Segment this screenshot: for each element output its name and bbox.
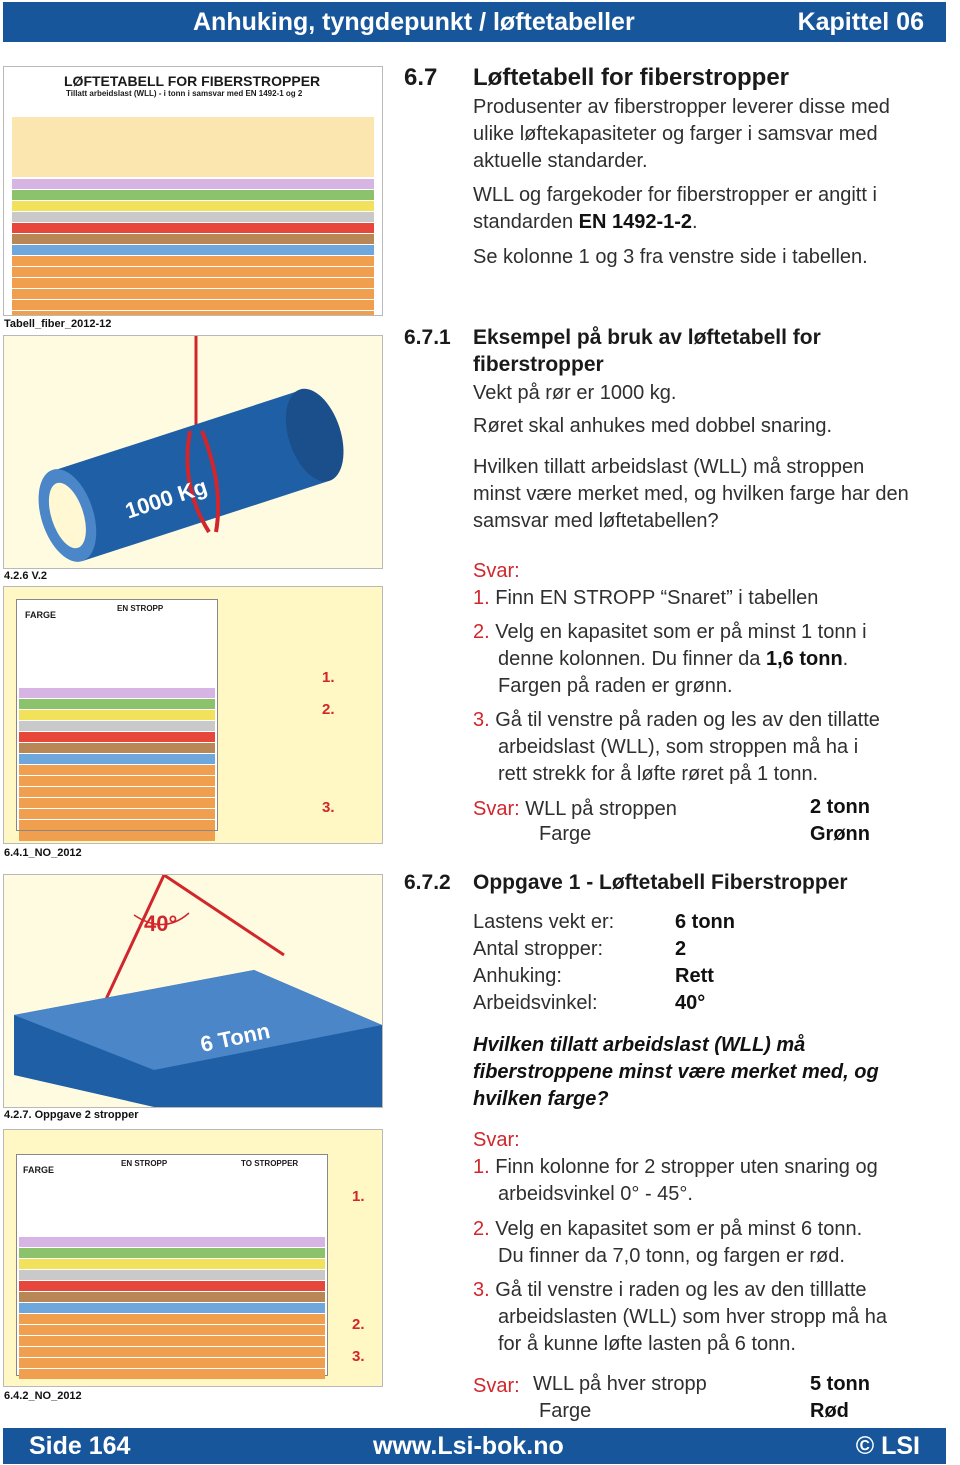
- s672-step2-l1: 2. Velg en kapasitet som er på minst 6 t…: [473, 1218, 863, 1240]
- section-title: Løftetabell for fiberstropper: [473, 64, 790, 91]
- figure-lifting-table: LØFTETABELL FOR FIBERSTROPPER Tillatt ar…: [3, 66, 383, 316]
- param-label: Anhuking:: [473, 965, 562, 987]
- s672-answer-text: WLL på hver stropp: [533, 1373, 707, 1395]
- page-footer: Side 164 www.Lsi-bok.no © LSI: [3, 1428, 946, 1464]
- section-title: Oppgave 1 - Løftetabell Fiberstropper: [473, 871, 848, 894]
- s671-step2-l1: 2. Velg en kapasitet som er på minst 1 t…: [473, 621, 867, 643]
- s671-step3-l2: arbeidslast (WLL), som stroppen må ha i: [498, 736, 859, 758]
- section-number: 6.7.2: [404, 871, 451, 894]
- one-sling-label: EN STROPP: [117, 604, 164, 613]
- s67-p1-l3: aktuelle standarder.: [473, 150, 648, 172]
- figure-caption: 6.4.2_NO_2012: [4, 1390, 82, 1402]
- figure-box-load: 40° 6 Tonn: [3, 874, 383, 1108]
- param-value: 6 tonn: [675, 911, 735, 933]
- s671-answer: Svar: WLL på stroppen: [473, 798, 677, 820]
- excerpt-color-rows: [19, 688, 215, 842]
- farge-label: FARGE: [23, 1165, 55, 1175]
- chapter-label: Kapittel 06: [797, 8, 924, 36]
- figure-caption: 6.4.1_NO_2012: [4, 847, 82, 859]
- param-label: Lastens vekt er:: [473, 911, 615, 933]
- page-header: Anhuking, tyngdepunkt / løftetabeller Ka…: [3, 2, 946, 42]
- s672-step3-l2: arbeidslasten (WLL) som hver stropp må h…: [498, 1306, 888, 1328]
- marker-1: 1.: [322, 669, 335, 686]
- s671-color-value: Grønn: [810, 823, 870, 845]
- s671-hitch: Røret skal anhukes med dobbel snaring.: [473, 415, 833, 437]
- s672-color-label: Farge: [539, 1400, 592, 1422]
- param-value: 40°: [675, 992, 706, 1014]
- section-6-7-heading: 6.7 Løftetabell for fiberstropper: [404, 64, 789, 92]
- table-excerpt: FARGE EN STROPP: [16, 599, 218, 841]
- figure-two-sling-table: FARGE EN STROPP TO STROPPER 1. 2. 3.: [3, 1129, 383, 1387]
- table-header-band: [12, 117, 374, 177]
- s67-p3: Se kolonne 1 og 3 fra venstre side i tab…: [473, 246, 868, 268]
- s671-step3-l1: 3. Gå til venstre på raden og les av den…: [473, 709, 880, 731]
- s67-p1-l2: ulike løftekapasiteter og farger i samsv…: [473, 123, 878, 145]
- s672-color-value: Rød: [810, 1400, 849, 1422]
- marker-2: 2.: [322, 701, 335, 718]
- marker-3: 3.: [352, 1348, 365, 1365]
- s672-answer-value: 5 tonn: [810, 1373, 870, 1395]
- param-value: Rett: [675, 965, 714, 987]
- excerpt-color-rows: [19, 1237, 325, 1380]
- table-subtitle: Tillatt arbeidslast (WLL) - i tonn i sam…: [66, 89, 303, 98]
- s671-q3: samsvar med løftetabellen?: [473, 510, 719, 532]
- section-6-7-1-heading: 6.7.1 Eksempel på bruk av løftetabell for: [404, 326, 821, 350]
- section-6-7-2-heading: 6.7.2 Oppgave 1 - Løftetabell Fiberstropp…: [404, 871, 848, 895]
- section-number: 6.7.1: [404, 326, 451, 349]
- param-value: 2: [675, 938, 687, 960]
- param-label: Arbeidsvinkel:: [473, 992, 598, 1014]
- figure-one-sling-table: FARGE EN STROPP 1. 2. 3.: [3, 586, 383, 844]
- s67-p1-l1: Produsenter av fiberstropper leverer dis…: [473, 96, 890, 118]
- s672-step3-l1: 3. Gå til venstre i raden og les av den …: [473, 1279, 867, 1301]
- s672-svar: Svar:: [473, 1129, 520, 1151]
- s672-step3-l3: for å kunne løfte lasten på 6 tonn.: [498, 1333, 796, 1355]
- one-sling-label: EN STROPP: [121, 1159, 168, 1168]
- s672-answer: Svar:: [473, 1375, 520, 1397]
- s671-color-label: Farge: [539, 823, 592, 845]
- farge-label: FARGE: [25, 610, 57, 620]
- s671-q1: Hvilken tillatt arbeidslast (WLL) må str…: [473, 456, 865, 478]
- color-rows: [12, 179, 374, 315]
- section-6-7-1-heading-l2: fiberstropper: [473, 353, 604, 376]
- s671-q2: minst være merket med, og hvilken farge …: [473, 483, 909, 505]
- s671-step2-l2: denne kolonnen. Du finner da 1,6 tonn.: [498, 648, 849, 670]
- s67-p2-l1: WLL og fargekoder for fiberstropper er a…: [473, 184, 877, 206]
- figure-caption: 4.2.7. Oppgave 2 stropper: [4, 1109, 139, 1121]
- copyright: © LSI: [855, 1432, 920, 1460]
- s672-q3: hvilken farge?: [473, 1088, 609, 1110]
- section-title: Eksempel på bruk av løftetabell for: [473, 326, 821, 349]
- figure-caption: Tabell_fiber_2012-12: [4, 318, 112, 330]
- s671-step2-l3: Fargen på raden er grønn.: [498, 675, 733, 697]
- figure-pipe: 1000 Kg: [3, 335, 383, 569]
- s671-weight: Vekt på rør er 1000 kg.: [473, 382, 677, 404]
- marker-3: 3.: [322, 799, 335, 816]
- header-title: Anhuking, tyngdepunkt / løftetabeller: [193, 8, 635, 36]
- pipe-illustration: [38, 336, 344, 562]
- param-label: Antal stropper:: [473, 938, 604, 960]
- table-title: LØFTETABELL FOR FIBERSTROPPER: [64, 73, 321, 89]
- s671-answer-value: 2 tonn: [810, 796, 870, 818]
- s672-q2: fiberstroppene minst være merket med, og: [473, 1061, 879, 1083]
- table-excerpt: FARGE EN STROPP TO STROPPER: [16, 1154, 328, 1379]
- two-sling-label: TO STROPPER: [241, 1159, 299, 1168]
- box-illustration: [14, 875, 382, 1107]
- marker-2: 2.: [352, 1316, 365, 1333]
- s672-step1-l2: arbeidsvinkel 0° - 45°.: [498, 1183, 693, 1205]
- s671-step1: 1. Finn EN STROPP “Snaret” i tabellen: [473, 587, 819, 609]
- marker-1: 1.: [352, 1188, 365, 1205]
- figure-caption: 4.2.6 V.2: [4, 570, 48, 582]
- s672-step1-l1: 1. Finn kolonne for 2 stropper uten snar…: [473, 1156, 878, 1178]
- page-number: Side 164: [29, 1432, 131, 1460]
- s671-svar: Svar:: [473, 560, 520, 582]
- s67-p2-l2: standarden EN 1492-1-2.: [473, 211, 698, 233]
- angle-label: 40°: [144, 911, 178, 936]
- section-number: 6.7: [404, 64, 438, 91]
- website-link[interactable]: www.Lsi-bok.no: [373, 1432, 564, 1460]
- s672-step2-l2: Du finner da 7,0 tonn, og fargen er rød.: [498, 1245, 845, 1267]
- s672-q1: Hvilken tillatt arbeidslast (WLL) må: [473, 1034, 806, 1056]
- s671-step3-l3: rett strekk for å løfte røret på 1 tonn.: [498, 763, 819, 785]
